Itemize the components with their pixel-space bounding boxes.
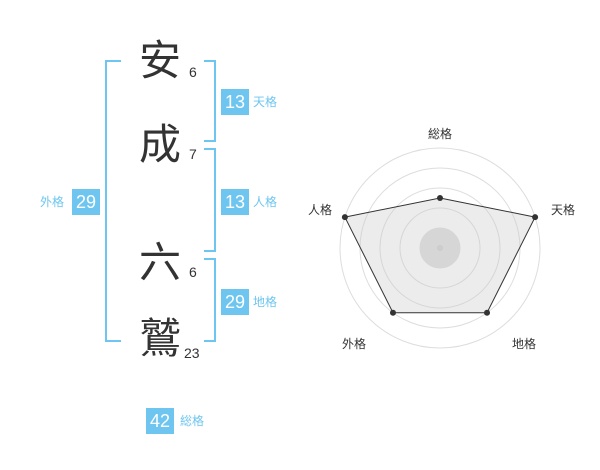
stroke-count-4: 23 (184, 345, 200, 361)
stroke-count-1: 6 (189, 64, 197, 80)
soukaku-value: 42 (146, 408, 175, 434)
radar-axis-label-4: 外格 (342, 336, 366, 351)
radar-polygon (344, 197, 536, 314)
soukaku-label: 総格 (180, 414, 205, 428)
tenkaku-label: 天格 (253, 95, 278, 109)
chikaku-label: 地格 (253, 295, 278, 309)
radar-point-2 (532, 214, 539, 221)
gaikaku-label: 外格 (40, 195, 65, 209)
gaikaku-bracket (105, 60, 121, 342)
radar-axis-label-3: 地格 (512, 336, 536, 351)
tenkaku-bracket (204, 60, 216, 142)
name-char-1: 安 (138, 36, 181, 85)
name-char-2: 成 (138, 120, 181, 169)
jinkaku-value: 13 (221, 189, 250, 215)
gaikaku-value: 29 (72, 189, 101, 215)
jinkaku-label: 人格 (253, 195, 278, 209)
radar-ring-2 (399, 207, 481, 289)
radar-axis-label-2: 天格 (551, 202, 575, 217)
chikaku-bracket (204, 258, 216, 342)
jinkaku-bracket (204, 148, 216, 252)
radar-axis-label-5: 人格 (308, 202, 332, 217)
radar-point-3 (484, 309, 491, 316)
tenkaku-value: 13 (221, 89, 250, 115)
name-char-4: 鷲 (138, 314, 181, 363)
radar-ring-3 (379, 187, 501, 309)
name-char-3: 六 (138, 238, 181, 287)
radar-point-4 (389, 309, 396, 316)
radar-point-5 (341, 214, 348, 221)
radar-ring-5 (339, 147, 541, 349)
chikaku-value: 29 (221, 289, 250, 315)
stroke-count-2: 7 (189, 146, 197, 162)
stroke-count-3: 6 (189, 264, 197, 280)
radar-point-1 (437, 195, 443, 201)
radar-center (437, 245, 443, 251)
radar-axis-label-1: 総格 (428, 126, 452, 141)
